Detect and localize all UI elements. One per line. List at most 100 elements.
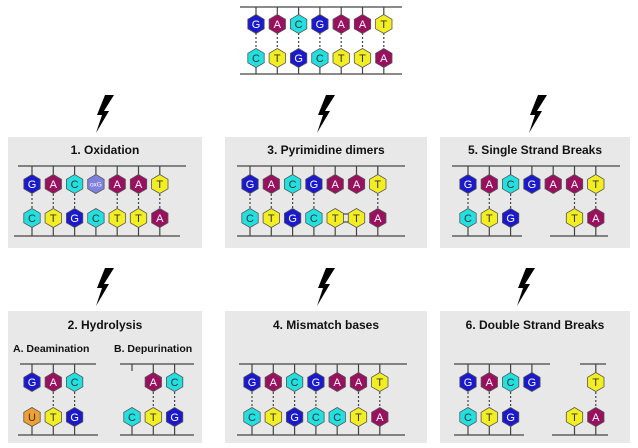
svg-text:C: C — [289, 179, 297, 191]
svg-text:A: A — [353, 179, 361, 191]
panel-title: 2. Hydrolysis — [67, 318, 143, 332]
svg-text:T: T — [338, 53, 345, 65]
base-A: A — [44, 174, 62, 194]
svg-text:A: A — [150, 377, 158, 389]
svg-text:A: A — [550, 179, 558, 191]
base-A: A — [375, 48, 393, 68]
svg-text:T: T — [571, 412, 578, 424]
svg-text:G: G — [246, 179, 255, 191]
base-T: T — [144, 407, 162, 427]
base-G: G — [23, 372, 41, 392]
svg-text:A: A — [50, 179, 58, 191]
svg-text:C: C — [316, 53, 324, 65]
svg-text:C: C — [128, 412, 136, 424]
svg-text:G: G — [316, 19, 325, 31]
base-A: A — [332, 14, 350, 34]
base-T: T — [353, 48, 372, 68]
base-T: T — [262, 208, 280, 228]
panel-title: 5. Single Strand Breaks — [467, 143, 603, 157]
base-A: A — [108, 174, 126, 194]
svg-text:A: A — [355, 377, 363, 389]
svg-text:C: C — [464, 412, 472, 424]
base-A: A — [144, 372, 162, 392]
base-G: G — [307, 372, 325, 392]
base-A: A — [480, 174, 498, 194]
svg-text:G: G — [290, 412, 299, 424]
svg-text:T: T — [150, 412, 157, 424]
svg-text:A: A — [156, 213, 164, 225]
svg-text:G: G — [464, 377, 473, 389]
base-A: A — [151, 208, 169, 228]
base-A: A — [587, 407, 605, 427]
svg-text:A: A — [592, 412, 600, 424]
svg-text:C: C — [28, 213, 36, 225]
svg-text:A: A — [274, 19, 282, 31]
subtitle-depurination: B. Depurination — [114, 343, 193, 355]
svg-text:A: A — [270, 377, 278, 389]
svg-text:T: T — [268, 213, 275, 225]
svg-text:T: T — [50, 412, 57, 424]
base-G: G — [305, 174, 323, 194]
svg-text:G: G — [28, 179, 37, 191]
svg-text:A: A — [359, 19, 367, 31]
base-T: T — [565, 208, 584, 228]
base-A: A — [587, 208, 605, 228]
svg-text:C: C — [464, 213, 472, 225]
base-T: T — [565, 407, 584, 427]
base-T: T — [151, 174, 169, 194]
svg-text:A: A — [268, 179, 276, 191]
svg-text:A: A — [332, 179, 340, 191]
base-C: C — [247, 48, 265, 68]
svg-text:T: T — [114, 213, 121, 225]
svg-text:C: C — [252, 53, 260, 65]
svg-text:C: C — [507, 179, 515, 191]
base-C: C — [459, 407, 477, 427]
svg-text:T: T — [270, 412, 277, 424]
base-G: G — [66, 208, 84, 228]
svg-text:T: T — [50, 213, 57, 225]
panel-title: 3. Pyrimidine dimers — [267, 143, 385, 157]
svg-text:G: G — [70, 213, 79, 225]
svg-text:G: G — [252, 19, 261, 31]
svg-text:oxG: oxG — [90, 182, 102, 189]
base-G: G — [243, 372, 261, 392]
panel-title: 1. Oxidation — [70, 143, 140, 157]
svg-text:T: T — [359, 53, 366, 65]
base-G: G — [165, 407, 184, 427]
svg-text:A: A — [376, 412, 384, 424]
svg-text:C: C — [92, 213, 100, 225]
base-G: G — [502, 208, 520, 228]
base-T: T — [480, 407, 498, 427]
base-G: G — [23, 174, 41, 194]
base-C: C — [286, 372, 304, 392]
base-C: C — [311, 48, 329, 68]
svg-text:C: C — [71, 377, 79, 389]
base-C: C — [123, 407, 141, 427]
svg-text:T: T — [376, 377, 383, 389]
base-G: G — [284, 208, 302, 228]
svg-text:G: G — [294, 53, 303, 65]
base-T: T — [129, 208, 148, 228]
base-C: C — [290, 14, 308, 34]
svg-text:C: C — [507, 377, 515, 389]
base-T: T — [347, 208, 366, 228]
svg-text:A: A — [374, 213, 382, 225]
svg-text:A: A — [135, 179, 143, 191]
base-A: A — [565, 174, 584, 194]
base-A: A — [369, 208, 387, 228]
base-G: G — [247, 14, 265, 34]
svg-text:C: C — [248, 412, 256, 424]
base-G: G — [523, 372, 541, 392]
base-T: T — [587, 174, 605, 194]
svg-text:G: G — [28, 377, 37, 389]
svg-text:T: T — [274, 53, 281, 65]
base-C: C — [305, 208, 323, 228]
base-T: T — [587, 372, 605, 392]
base-T: T — [371, 372, 389, 392]
svg-text:A: A — [592, 213, 600, 225]
svg-text:G: G — [312, 377, 321, 389]
base-C: C — [284, 174, 302, 194]
